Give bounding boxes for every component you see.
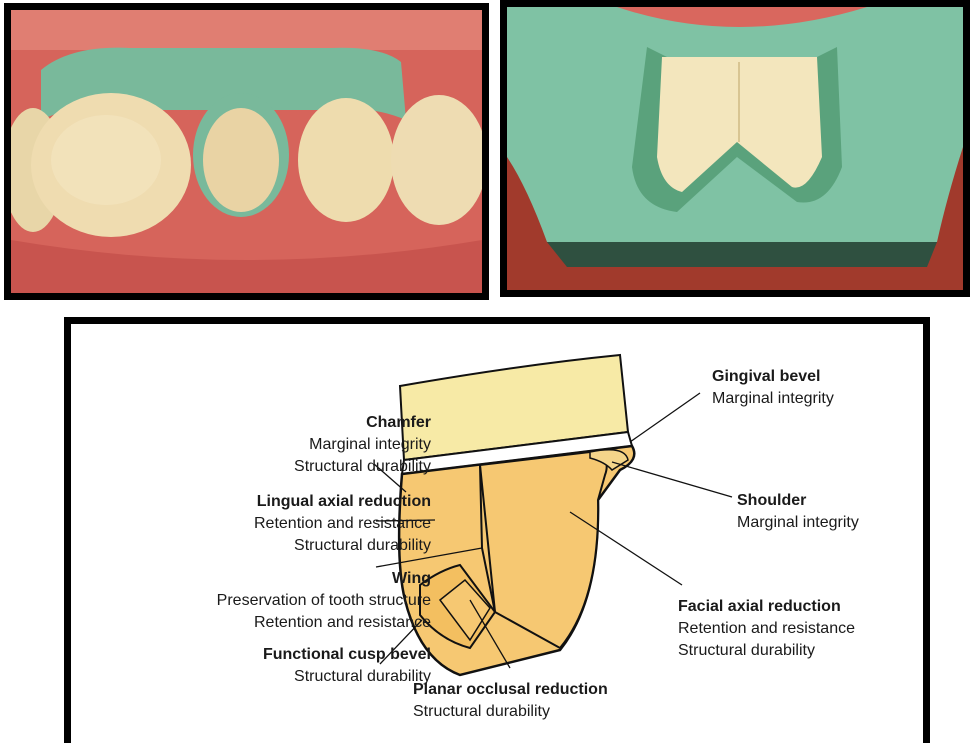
label-chamfer: Chamfer Marginal integrity Structural du… bbox=[294, 412, 431, 478]
label-lingual-axial-reduction: Lingual axial reduction Retention and re… bbox=[254, 491, 431, 557]
label-planar-occlusal-reduction: Planar occlusal reduction Structural dur… bbox=[413, 679, 608, 723]
preparation-diagram: Chamfer Marginal integrity Structural du… bbox=[64, 317, 930, 743]
wing-title: Wing bbox=[217, 568, 431, 590]
lingual-axial-title: Lingual axial reduction bbox=[254, 491, 431, 513]
shoulder-line-1: Marginal integrity bbox=[737, 512, 859, 534]
label-wing: Wing Preservation of tooth structure Ret… bbox=[217, 568, 431, 634]
shoulder-title: Shoulder bbox=[737, 490, 859, 512]
occlusal-view-photo bbox=[4, 3, 489, 300]
wing-line-2: Retention and resistance bbox=[217, 612, 431, 634]
label-shoulder: Shoulder Marginal integrity bbox=[737, 490, 859, 534]
functional-cusp-title: Functional cusp bevel bbox=[263, 644, 431, 666]
lingual-axial-line-2: Structural durability bbox=[254, 535, 431, 557]
proximal-view-photo bbox=[500, 0, 970, 297]
chamfer-line-1: Marginal integrity bbox=[294, 434, 431, 456]
gingival-bevel-line-1: Marginal integrity bbox=[712, 388, 834, 410]
facial-axial-line-1: Retention and resistance bbox=[678, 618, 855, 640]
chamfer-title: Chamfer bbox=[294, 412, 431, 434]
label-gingival-bevel: Gingival bevel Marginal integrity bbox=[712, 366, 834, 410]
gingival-bevel-title: Gingival bevel bbox=[712, 366, 834, 388]
planar-occlusal-title: Planar occlusal reduction bbox=[413, 679, 608, 701]
label-facial-axial-reduction: Facial axial reduction Retention and res… bbox=[678, 596, 855, 662]
chamfer-line-2: Structural durability bbox=[294, 456, 431, 478]
lingual-axial-line-1: Retention and resistance bbox=[254, 513, 431, 535]
facial-axial-title: Facial axial reduction bbox=[678, 596, 855, 618]
functional-cusp-line-1: Structural durability bbox=[263, 666, 431, 688]
label-functional-cusp-bevel: Functional cusp bevel Structural durabil… bbox=[263, 644, 431, 688]
planar-occlusal-line-1: Structural durability bbox=[413, 701, 608, 723]
facial-axial-line-2: Structural durability bbox=[678, 640, 855, 662]
wing-line-1: Preservation of tooth structure bbox=[217, 590, 431, 612]
